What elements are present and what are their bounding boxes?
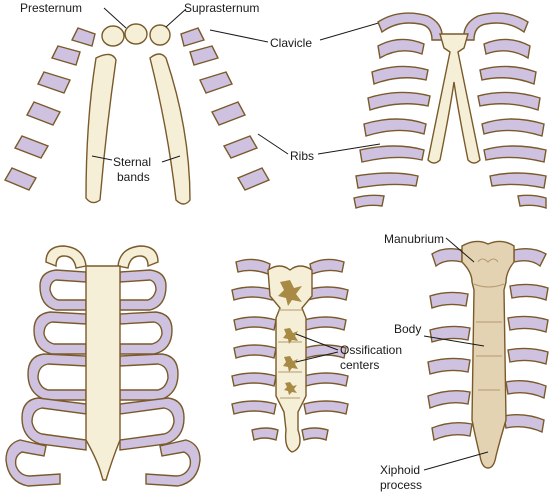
leader-presternum bbox=[103, 7, 127, 29]
panel-a-ribs-right bbox=[180, 27, 271, 191]
panel-d-ribs-right bbox=[301, 258, 349, 441]
panel-c-ribs-left bbox=[5, 269, 87, 487]
presternum-shape bbox=[101, 25, 125, 47]
label-sternal-bands-line1: Sternal bbox=[113, 155, 151, 169]
panel-ossification-centers bbox=[231, 258, 349, 453]
leader-ribs-a bbox=[257, 133, 289, 155]
panel-b-ribs-left bbox=[353, 38, 431, 209]
label-clavicle: Clavicle bbox=[270, 36, 312, 50]
cartilaginous-sternum bbox=[85, 265, 121, 481]
panel-fused-sternum bbox=[5, 245, 201, 487]
suprasternum-shape bbox=[149, 24, 171, 46]
adult-sternum bbox=[461, 240, 515, 469]
presternum-shape-right bbox=[124, 23, 148, 45]
leader-ribs-b bbox=[317, 143, 381, 155]
leader-xiphoid bbox=[423, 451, 489, 471]
panel-b-ribs-right bbox=[477, 38, 547, 209]
leader-ossification-a bbox=[295, 333, 339, 351]
leader-ossification-b bbox=[295, 351, 339, 363]
label-manubrium: Manubrium bbox=[384, 232, 444, 246]
label-xiphoid-line2: process bbox=[380, 478, 422, 492]
leader-clavicle-a bbox=[209, 29, 269, 43]
leader-manubrium bbox=[445, 237, 475, 263]
label-xiphoid-line1: Xiphoid bbox=[380, 463, 420, 477]
leader-suprasternum bbox=[165, 8, 187, 28]
panel-e-ribs-right bbox=[503, 247, 549, 434]
label-ribs: Ribs bbox=[290, 149, 314, 163]
panel-e-ribs-left bbox=[427, 247, 473, 442]
label-body: Body bbox=[394, 322, 421, 336]
panel-sternal-bands: Presternum Suprasternum Sternal bands bbox=[3, 1, 271, 205]
leader-sternal-band-right bbox=[161, 155, 181, 163]
label-ossification-line2: centers bbox=[340, 358, 379, 372]
ossification-center-marks bbox=[278, 280, 302, 395]
label-presternum: Presternum bbox=[20, 1, 82, 15]
sternal-band-right bbox=[149, 53, 191, 205]
fusing-sternal-bands bbox=[427, 33, 481, 164]
label-suprasternum: Suprasternum bbox=[184, 1, 259, 15]
panel-fusing-bands bbox=[353, 12, 547, 209]
leader-sternal-band-left bbox=[91, 155, 113, 161]
panel-c-ribs-right bbox=[119, 269, 201, 487]
leader-body bbox=[423, 335, 485, 347]
panel-adult-sternum bbox=[427, 240, 549, 469]
leader-clavicle-b bbox=[319, 21, 383, 41]
sternal-band-left bbox=[85, 53, 117, 204]
label-ossification-line1: Ossification bbox=[340, 343, 402, 357]
label-sternal-bands-line2: bands bbox=[117, 170, 150, 184]
panel-a-ribs-left bbox=[3, 27, 96, 191]
